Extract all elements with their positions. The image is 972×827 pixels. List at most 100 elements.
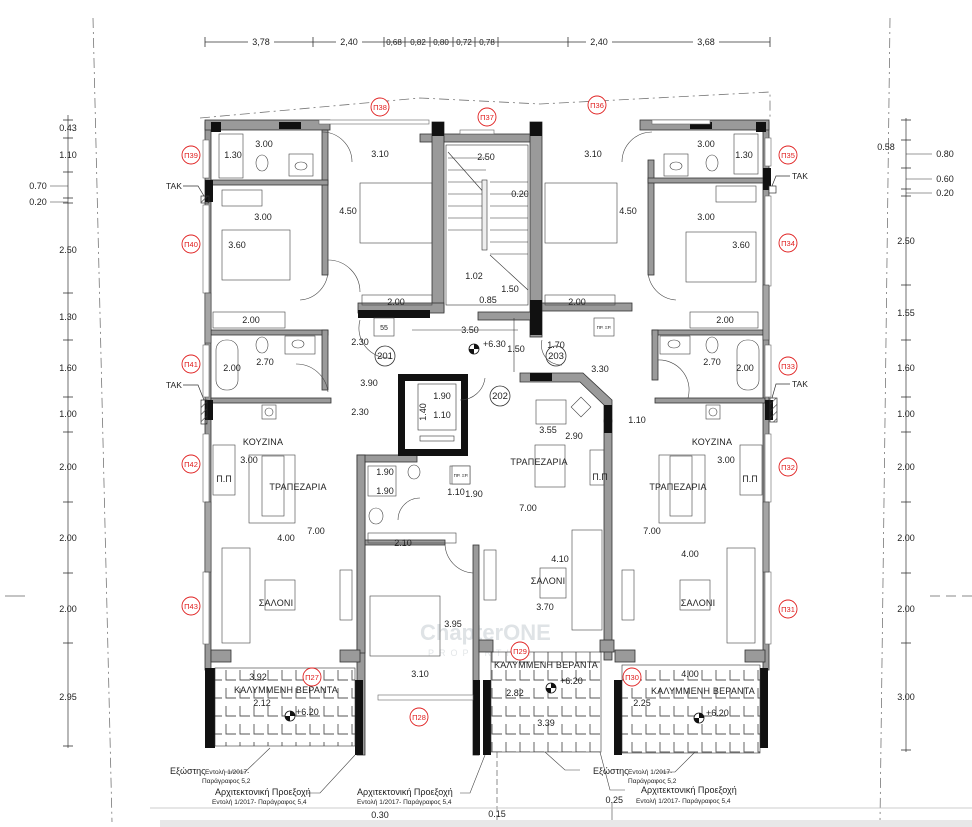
top-dim-3: 0,68 — [386, 38, 402, 47]
apt201-doors — [295, 131, 391, 393]
apt201-shaft: 55 — [373, 317, 395, 337]
top-dim-6: 0,72 — [456, 38, 472, 47]
left-dim-3: 0.70 — [29, 181, 47, 191]
apt203-hall: 1.10 — [628, 415, 646, 425]
svg-text:Π30: Π30 — [625, 673, 639, 682]
apt201-sink: Π.Π — [216, 474, 232, 484]
apt201-corridor: 2.30 — [351, 337, 369, 347]
apt202-veranda-label: ΚΑΛΥΜΜΕΝΗ ΒΕΡΑΝΤΑ — [494, 660, 598, 670]
right-dim-5: 2.50 — [897, 236, 915, 246]
apt202-doors — [397, 377, 486, 574]
apt201-bath-top-w: 3.00 — [255, 139, 273, 149]
right-dim-7: 1.60 — [897, 363, 915, 373]
lobby-height-dim: 1.50 — [507, 344, 525, 354]
apt203-shaft: ΠΡ. ΞΡ. — [593, 317, 615, 337]
tak-markers: ΤΑΚ ΤΑΚ ΤΑΚ ΤΑΚ — [166, 171, 808, 425]
svg-text:Π36: Π36 — [590, 101, 604, 110]
apt201-bedroom1-wardrobe: 2.00 — [242, 315, 260, 325]
svg-text:Π37: Π37 — [480, 113, 494, 122]
top-dim-9: 3,68 — [697, 37, 715, 47]
svg-text:Π38: Π38 — [373, 103, 387, 112]
apt201-corridor-h: 3.90 — [360, 378, 378, 388]
left-dim-10: 2.00 — [59, 533, 77, 543]
left-dim-2: 1.10 — [59, 150, 77, 160]
level-marker-203: +6.20 — [693, 708, 729, 724]
apt202-kitchen-h: 2.90 — [565, 431, 583, 441]
apt201-veranda-h: 2.12 — [253, 698, 271, 708]
left-dimension-chain: 0.43 1.10 0.70 0.20 2.50 1.30 1.60 1.00 … — [29, 115, 77, 748]
apt203-veranda-w: 4.00 — [681, 669, 699, 679]
apartment-201-marker: 201 — [374, 345, 396, 367]
left-dim-11: 2.00 — [59, 604, 77, 614]
balcony-ref-left-1: Εντολή 1/2017- — [205, 769, 249, 776]
apt203-bath-top-w: 3.00 — [697, 139, 715, 149]
balcony-note-left: Εξώστης — [170, 766, 206, 776]
apt202-fixtures — [367, 399, 605, 657]
apt201-bath2-w: 2.70 — [256, 357, 274, 367]
apt203-bedroom2-h: 4.50 — [619, 206, 637, 216]
apt203-veranda-label: ΚΑΛΥΜΜΕΝΗ ΒΕΡΑΝΤΑ — [651, 686, 755, 696]
apt201-veranda-w: 3.92 — [249, 672, 267, 682]
apt201-bedroom2-w: 3.10 — [371, 149, 389, 159]
svg-text:Π29: Π29 — [513, 647, 527, 656]
apt201-bath2-h: 2.00 — [223, 363, 241, 373]
svg-text:ΠΡ. ΞΡ.: ΠΡ. ΞΡ. — [454, 473, 469, 478]
right-dim-12: 3.00 — [897, 692, 915, 702]
projection-note-left: Αρχιτεκτονική Προεξοχή — [215, 787, 311, 797]
apt202-shaft: ΠΡ. ΞΡ. — [451, 465, 471, 485]
apt201-kitchen-h: 3.00 — [240, 455, 258, 465]
apt201-veranda-label: ΚΑΛΥΜΜΕΝΗ ΒΕΡΑΝΤΑ — [234, 685, 338, 695]
projection-ref-left: Εντολή 1/2017- Παράγραφος 5,4 — [212, 798, 307, 806]
svg-text:Π40: Π40 — [184, 240, 198, 249]
right-dim-11: 2.00 — [897, 604, 915, 614]
left-dim-7: 1.60 — [59, 363, 77, 373]
svg-text:+6.20: +6.20 — [706, 708, 729, 718]
svg-text:202: 202 — [492, 391, 508, 402]
level-marker-202: +6.20 — [545, 676, 583, 694]
apt201-dining-label: ΤΡΑΠΕΖΑΡΙΑ — [269, 482, 326, 492]
apt203-kitchen-h: 3.00 — [717, 455, 735, 465]
balcony-note-right: Εξώστης — [593, 766, 629, 776]
balcony-ref-left-2: Παράγραφος 5,2 — [202, 777, 251, 785]
apt201-bedroom2-h: 4.50 — [339, 206, 357, 216]
projection-note-right: Αρχιτεκτονική Προεξοχή — [641, 785, 737, 795]
svg-text:Π31: Π31 — [781, 605, 795, 614]
apt203-bedroom1-w: 3.00 — [697, 212, 715, 222]
stair-landing-dim: 1.02 — [465, 271, 483, 281]
apt203-veranda-h: 2.25 — [633, 698, 651, 708]
svg-text:+6.20: +6.20 — [560, 676, 583, 686]
projection-ref-right: Εντολή 1/2017- Παράγραφος 5,4 — [636, 797, 731, 805]
apartment-203-marker: 203 — [545, 345, 567, 367]
left-dim-4: 0.20 — [29, 197, 47, 207]
lift-dim-c: 1.40 — [418, 403, 428, 421]
apt202-wardrobe: 2.10 — [394, 538, 412, 548]
apt201-living-label: ΣΑΛΟΝΙ — [259, 598, 294, 608]
apt203-bedroom2-w: 3.10 — [584, 149, 602, 159]
apt202-living-h2: 4.10 — [551, 554, 569, 564]
lobby-width-dim: 3.50 — [461, 325, 479, 335]
plot-boundary — [92, 17, 891, 823]
svg-text:55: 55 — [380, 325, 388, 332]
left-dim-6: 1.30 — [59, 312, 77, 322]
window-tags — [181, 95, 798, 727]
apt202-bath-h: 1.90 — [376, 486, 394, 496]
apt203-bath-top-h: 1.30 — [735, 150, 753, 160]
svg-text:Π42: Π42 — [184, 460, 198, 469]
stair-width-dim: 2.50 — [477, 152, 495, 162]
apt203-bedroom1-h: 3.60 — [732, 240, 750, 250]
apt203-living-label: ΣΑΛΟΝΙ — [681, 598, 716, 608]
left-dim-1: 0.43 — [59, 123, 77, 133]
left-dim-5: 2.50 — [59, 245, 77, 255]
facade-wall-panels — [204, 284, 770, 573]
svg-text:+6.30: +6.30 — [483, 339, 506, 349]
svg-text:Π41: Π41 — [184, 360, 198, 369]
left-dim-12: 2.95 — [59, 692, 77, 702]
balcony-ref-right-2: Παράγραφος 5,2 — [628, 777, 677, 785]
apt203-bedroom2-wardrobe: 2.00 — [568, 297, 586, 307]
right-dim-10: 2.00 — [897, 533, 915, 543]
apt203-kitchen-label: ΚΟΥΖΙΝΑ — [692, 437, 732, 447]
level-marker-201: +6.20 — [284, 707, 319, 722]
top-dim-7: 0,78 — [479, 38, 495, 47]
apt203-corridor: 3.30 — [591, 364, 609, 374]
